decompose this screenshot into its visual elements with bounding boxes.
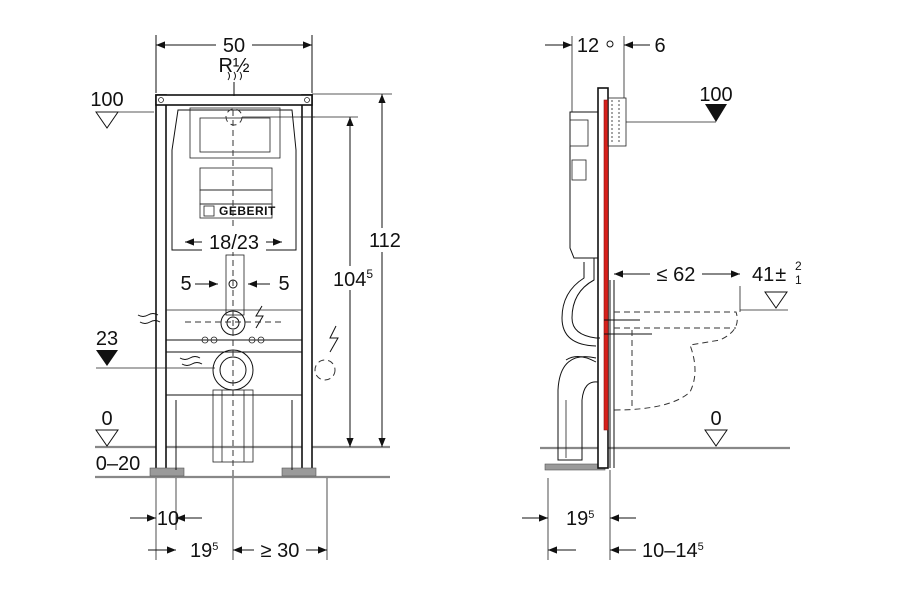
total-height-label: 112 [369, 230, 401, 252]
electric-icon [255, 305, 264, 329]
floor-level-label: 0 [101, 408, 112, 430]
side-floor-level-label: 0 [710, 408, 721, 430]
level-marker-icon [95, 429, 119, 447]
min-side-label: ≥ 30 [261, 540, 300, 562]
water-supply-icon [179, 356, 203, 366]
level-marker-icon [764, 291, 788, 309]
bolt-spacing-label: 18/23 [209, 232, 259, 254]
frame-foot-right [281, 467, 317, 477]
seat-tol-plus: 2 [795, 259, 802, 273]
actuator-plate [607, 97, 627, 147]
frame-top-rail [155, 94, 313, 106]
drain-level-label: 23 [96, 328, 118, 350]
water-supply-icon [137, 313, 161, 324]
water-supply-icon [227, 71, 242, 96]
depth-top-left-label: 12 [577, 35, 599, 57]
actuator-plate-opening [189, 107, 281, 159]
level-marker-icon [705, 104, 727, 122]
side-cistern [569, 111, 599, 259]
frame-post-left [155, 94, 167, 476]
frame-height-label: 1045 [333, 267, 373, 291]
seat-height-label: 41± [752, 264, 786, 286]
side-drain-offset-label: 195 [566, 508, 594, 530]
foot-offset-label: 10 [157, 508, 179, 530]
connection-label: R½ [218, 55, 249, 77]
brand-logo: GEBERIT [219, 204, 276, 218]
bowl-depth-label: ≤ 62 [657, 264, 696, 286]
frame-bolt [158, 97, 164, 103]
width-label: 50 [223, 35, 245, 57]
level-marker-icon [704, 429, 728, 447]
seat-tol-minus: 1 [795, 273, 802, 287]
side-top-level-label: 100 [699, 84, 732, 106]
level-marker-icon [95, 111, 119, 129]
offset-right-label: 5 [278, 273, 289, 295]
level-marker-icon [96, 350, 118, 366]
wc-bowl-outline [613, 311, 738, 411]
frame-foot-left [149, 467, 185, 477]
drain-offset-label: 195 [190, 540, 218, 562]
side-frame-red-strip [603, 99, 609, 431]
cistern-body [171, 109, 297, 251]
electric-icon [314, 325, 339, 381]
floor-range-label: 0–20 [96, 453, 141, 475]
frame-bolt [304, 97, 310, 103]
depth-top-right-label: 6 [654, 35, 665, 57]
frame-post-right [301, 94, 313, 476]
side-flush-pipe [571, 258, 600, 339]
top-level-label: 100 [90, 89, 123, 111]
flush-pipe [225, 254, 245, 316]
side-view: 12 6 100 ≤ 62 41± 2 1 0 195 10–145 [522, 35, 802, 562]
offset-left-label: 5 [180, 273, 191, 295]
wall-depth-label: 10–145 [642, 540, 704, 562]
side-drain-bend [557, 356, 599, 461]
front-view: GEBERIT 50 R½ [90, 34, 405, 562]
